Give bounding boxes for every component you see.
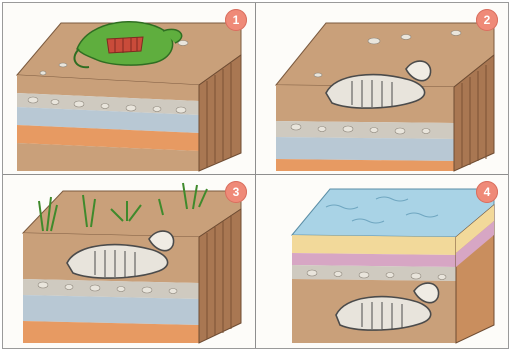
panel-2: 2: [256, 3, 508, 173]
panel-4: 4: [256, 175, 508, 345]
panel-3-number-badge: 3: [225, 181, 247, 203]
panel-4-block: [256, 175, 508, 345]
panel-4-number-badge: 4: [476, 181, 498, 203]
panel-1: 1: [3, 3, 255, 173]
panel-2-block: [256, 3, 508, 173]
panel-3: 3: [3, 175, 255, 345]
panel-2-number-badge: 2: [476, 9, 498, 31]
panel-3-block: [3, 175, 255, 345]
panel-1-block: [3, 3, 255, 173]
panel-1-number-badge: 1: [225, 9, 247, 31]
